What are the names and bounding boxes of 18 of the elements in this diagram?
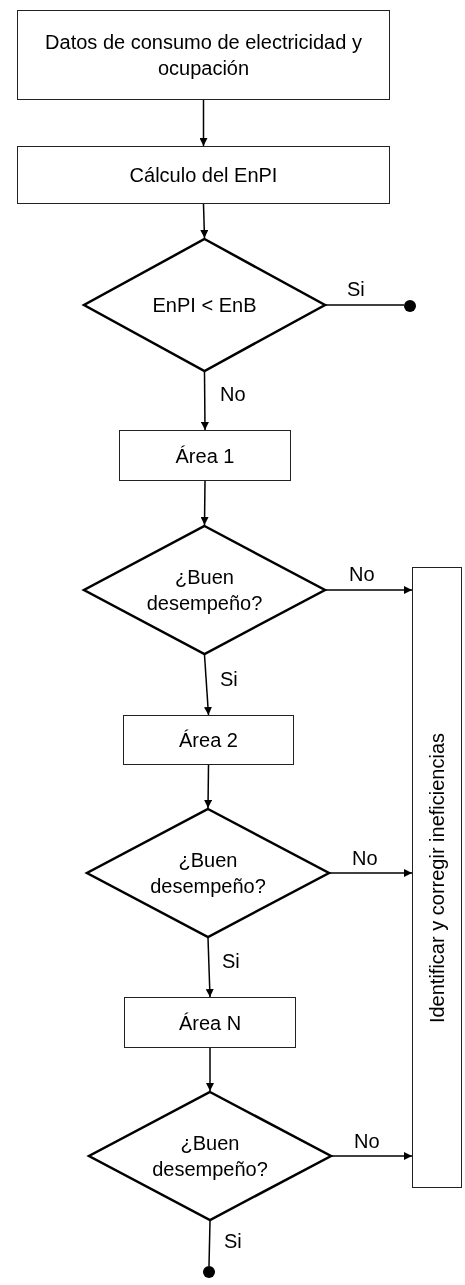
terminal-dot [203,1266,215,1278]
decision-text: ¿Buen desempeño? [145,565,264,616]
process-box [124,997,296,1048]
node-text: Área 1 [175,443,235,469]
process-box [412,567,462,1188]
node-text: Cálculo del EnPI [129,163,278,188]
process-box [17,146,390,204]
node-text: Datos de consumo de electricidad y ocupación [44,30,363,81]
node-text: Área N [178,1010,242,1036]
process-box [123,715,294,765]
node-text: Identificar y corregir ineficiencias [425,732,449,1023]
decision-text: ¿Buen desempeño? [151,1131,269,1182]
decision-text: EnPI < EnB [152,293,257,318]
process-box [17,10,390,100]
node-text: Área 2 [179,728,238,753]
process-box [119,430,291,481]
terminal-dot [404,300,416,312]
decision-text: ¿Buen desempeño? [149,848,267,899]
